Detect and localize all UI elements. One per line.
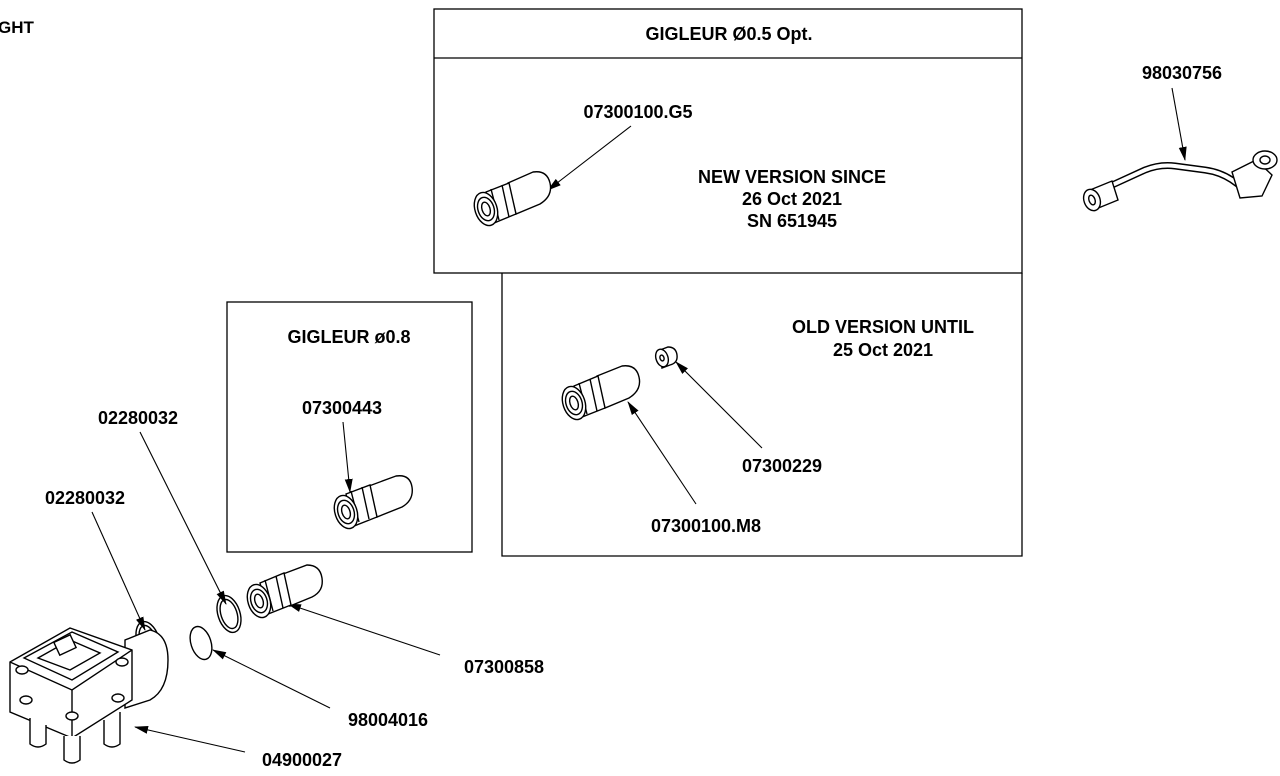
new-version-note-line2: 26 Oct 2021 xyxy=(742,189,842,209)
leader-04900027 xyxy=(134,725,246,753)
callout-07300100-g5: 07300100.G5 xyxy=(583,102,692,122)
lower-assembly: 02280032 02280032 07300858 98004016 0490… xyxy=(9,408,544,770)
flowmeter-04900027-drawing xyxy=(9,627,169,764)
corner-fragment-label: GHT xyxy=(0,18,35,37)
leader-07300858 xyxy=(287,603,441,656)
leader-02280032-lower xyxy=(91,511,146,631)
leader-07300100-m8 xyxy=(627,401,697,505)
callout-07300229: 07300229 xyxy=(742,456,822,476)
callout-02280032-upper: 02280032 xyxy=(98,408,178,428)
leader-07300443 xyxy=(342,421,353,493)
panel-gigleur-08: GIGLEUR ø0.8 07300443 xyxy=(226,301,473,553)
callout-04900027: 04900027 xyxy=(262,750,342,770)
panel-new-version: GIGLEUR Ø0.5 Opt. NEW VERSION SINCE 26 O… xyxy=(433,8,1023,274)
leader-98004016 xyxy=(212,649,331,709)
panel-gigleur-08-title: GIGLEUR ø0.8 xyxy=(287,327,410,347)
callout-02280032-lower: 02280032 xyxy=(45,488,125,508)
callout-98004016: 98004016 xyxy=(348,710,428,730)
oring-upper-drawing xyxy=(216,594,242,634)
old-version-note-line1: OLD VERSION UNTIL xyxy=(792,317,974,337)
callout-07300443: 07300443 xyxy=(302,398,382,418)
new-version-note-line3: SN 651945 xyxy=(747,211,837,231)
callout-07300858: 07300858 xyxy=(464,657,544,677)
panel-new-version-title: GIGLEUR Ø0.5 Opt. xyxy=(645,24,812,44)
old-version-note-line2: 25 Oct 2021 xyxy=(833,340,933,360)
disc-98004016-drawing xyxy=(189,625,213,661)
jet-fitting-m8-drawing xyxy=(561,365,641,421)
callout-98030756: 98030756 xyxy=(1142,63,1222,83)
insert-07300229-drawing xyxy=(654,346,678,369)
fitting-07300858-drawing xyxy=(246,564,323,619)
leader-07300229 xyxy=(675,361,763,449)
callout-07300100-m8: 07300100.M8 xyxy=(651,516,761,536)
leader-07300100-g5 xyxy=(547,125,632,191)
jet-fitting-07300443-drawing xyxy=(333,475,413,530)
leader-98030756 xyxy=(1171,87,1187,161)
leader-02280032-upper xyxy=(139,431,227,605)
tube-98030756-drawing xyxy=(1082,150,1278,212)
new-version-note-line1: NEW VERSION SINCE xyxy=(698,167,886,187)
jet-fitting-g5-drawing xyxy=(473,171,552,227)
tube-assembly: 98030756 xyxy=(1082,63,1278,212)
panel-old-version: OLD VERSION UNTIL 25 Oct 2021 07300229 0… xyxy=(501,273,1023,557)
